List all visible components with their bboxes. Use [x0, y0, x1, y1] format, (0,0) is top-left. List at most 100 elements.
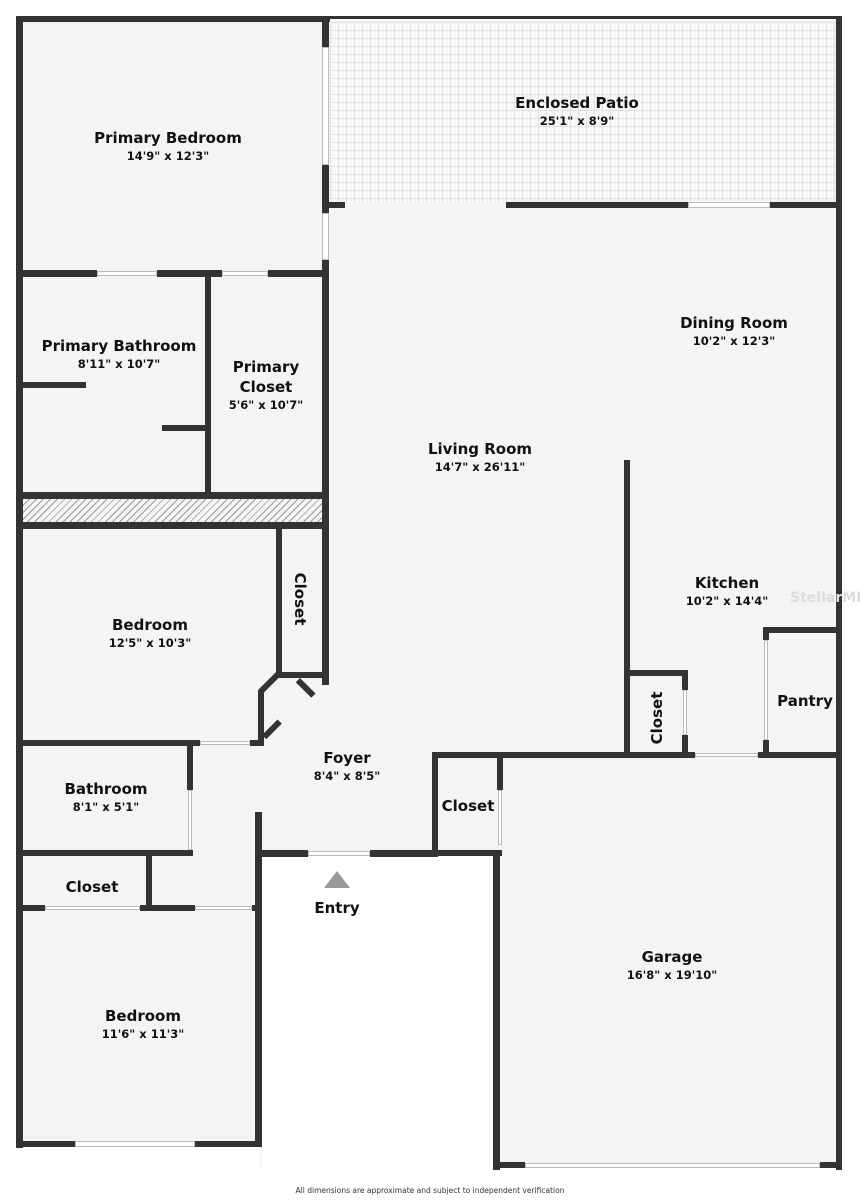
window-or-door-opening — [688, 202, 770, 208]
room-label-pantry: Pantry — [777, 691, 833, 711]
wall — [258, 850, 308, 857]
wall — [276, 529, 282, 675]
room-name: Kitchen — [694, 574, 760, 592]
wall — [770, 202, 842, 208]
wall — [370, 850, 438, 857]
room-name: Bedroom — [105, 1007, 181, 1025]
watermark-logo: StellarMLS — [790, 590, 860, 606]
wall — [682, 670, 688, 690]
wall — [836, 205, 842, 1170]
wall — [497, 752, 503, 790]
wall — [187, 850, 193, 855]
wall — [624, 460, 630, 758]
room-name: Living Room — [427, 440, 533, 458]
window-or-door-opening — [200, 741, 250, 745]
room-name: Closet — [648, 691, 666, 745]
window-or-door-opening — [695, 753, 758, 757]
room-label-living-room: Living Room 14'7" x 26'11" — [428, 439, 532, 475]
room-name: Closet — [441, 797, 495, 815]
wall — [16, 16, 23, 1148]
wall — [322, 165, 329, 213]
window-or-door-opening — [525, 1163, 820, 1168]
wall — [23, 382, 86, 388]
wall — [624, 670, 688, 676]
room-dims: 11'6" x 11'3" — [101, 1027, 185, 1041]
wall — [322, 260, 329, 685]
wall — [330, 16, 842, 19]
exterior-entry-area — [262, 856, 494, 1186]
window-or-door-opening — [222, 271, 268, 276]
window-or-door-opening — [45, 906, 140, 910]
wall — [432, 850, 502, 856]
wall — [16, 492, 329, 499]
room-name: Primary Bathroom — [41, 337, 197, 355]
wall — [836, 16, 842, 205]
wall — [162, 425, 211, 431]
room-label-bedroom-2: Bedroom 11'6" x 11'3" — [102, 1006, 184, 1042]
room-dims: 12'5" x 10'3" — [108, 636, 192, 650]
room-dims: 8'11" x 10'7" — [77, 357, 161, 371]
wall — [493, 850, 500, 1170]
wall — [157, 270, 222, 277]
wall — [205, 277, 211, 495]
room-label-primary-bathroom: Primary Bathroom 8'11" x 10'7" — [42, 336, 197, 372]
room-label-hall-closet: Closet — [66, 877, 119, 897]
room-name: Closet — [291, 572, 309, 626]
wall — [758, 752, 842, 758]
entry-label: Entry — [314, 898, 359, 918]
room-dims: 10'2" x 14'4" — [685, 594, 769, 608]
room-name-line1: Primary — [232, 358, 300, 376]
wall — [140, 905, 195, 911]
window-or-door-opening — [683, 690, 687, 735]
wall — [506, 202, 688, 208]
wall — [258, 690, 264, 740]
wall — [493, 1162, 525, 1168]
room-label-foyer-closet: Closet — [442, 796, 495, 816]
room-label-bathroom: Bathroom 8'1" x 5'1" — [64, 779, 147, 815]
room-dims: 16'8" x 19'10" — [626, 968, 718, 982]
wall — [195, 1141, 262, 1147]
wall — [16, 270, 97, 277]
room-name: Primary Bedroom — [94, 129, 242, 147]
window-or-door-opening — [308, 851, 370, 856]
room-dims: 8'1" x 5'1" — [72, 800, 140, 814]
room-name: Bathroom — [64, 780, 148, 798]
room-label-dining-room: Dining Room 10'2" x 12'3" — [680, 313, 788, 349]
wall — [268, 270, 329, 277]
hatched-wall-chase — [23, 499, 322, 522]
wall — [16, 16, 330, 22]
wall — [682, 735, 688, 755]
wall — [322, 22, 329, 47]
room-name: Pantry — [777, 692, 833, 710]
wall — [820, 1162, 842, 1168]
exterior — [20, 1147, 260, 1187]
window-or-door-opening — [75, 1141, 195, 1147]
window-or-door-opening — [322, 213, 329, 260]
window-or-door-opening — [322, 47, 329, 165]
room-label-kitchen-closet: Closet — [647, 692, 667, 745]
room-name: Enclosed Patio — [515, 94, 639, 112]
wall — [16, 740, 200, 746]
room-dims: 14'9" x 12'3" — [126, 149, 210, 163]
wall — [16, 1141, 75, 1147]
room-name: Dining Room — [680, 314, 788, 332]
window-or-door-opening — [764, 640, 768, 740]
room-dims: 14'7" x 26'11" — [434, 460, 526, 474]
window-or-door-opening — [97, 271, 157, 276]
disclaimer: All dimensions are approximate and subje… — [295, 1186, 565, 1195]
room-dims: 5'6" x 10'7" — [228, 398, 304, 412]
wall — [16, 522, 329, 529]
room-label-kitchen: Kitchen 10'2" x 14'4" — [686, 573, 768, 609]
room-dims: 10'2" x 12'3" — [692, 334, 776, 348]
entry-text: Entry — [314, 899, 360, 917]
wall — [250, 740, 264, 746]
room-label-bedroom-1: Bedroom 12'5" x 10'3" — [109, 615, 191, 651]
window-or-door-opening — [188, 790, 192, 850]
wall — [187, 746, 193, 790]
room-name: Bedroom — [112, 616, 188, 634]
